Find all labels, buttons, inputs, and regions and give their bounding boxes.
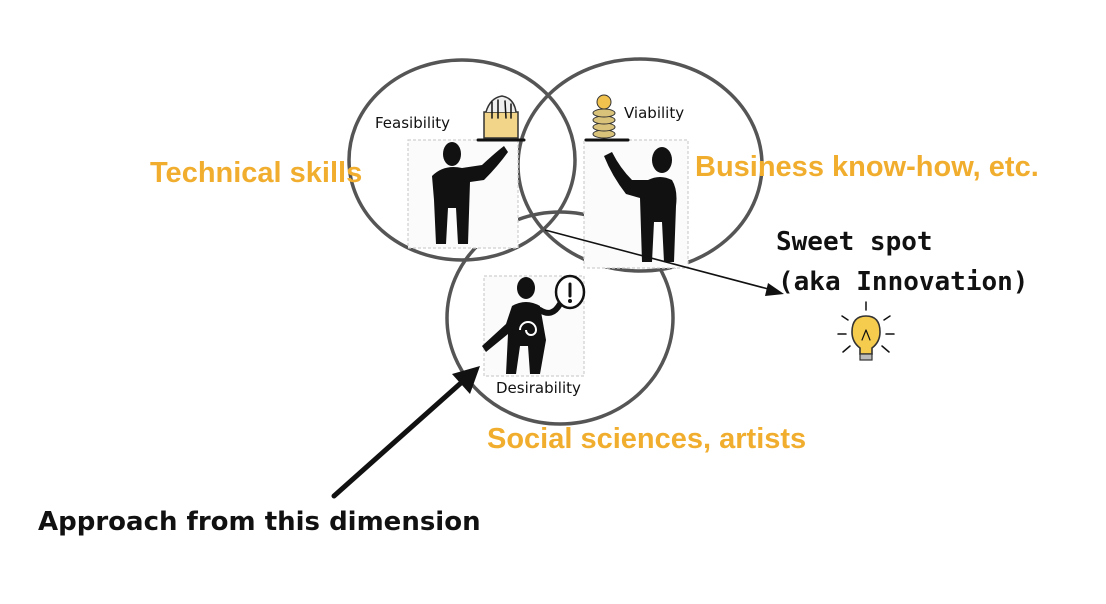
social-sciences-label: Social sciences, artists xyxy=(487,423,806,455)
desirability-figure-icon xyxy=(482,274,586,377)
coins-icon xyxy=(592,94,616,139)
desirability-label: Desirability xyxy=(496,379,581,397)
feasibility-label: Feasibility xyxy=(375,114,450,132)
feasibility-circle xyxy=(347,58,577,262)
approach-arrow xyxy=(331,366,480,499)
lightbulb-icon xyxy=(837,301,895,361)
business-know-how-label: Business know-how, etc. xyxy=(695,151,1039,183)
desirability-circle xyxy=(445,210,675,426)
toolbox-icon xyxy=(483,95,519,139)
viability-figure-icon xyxy=(583,94,689,269)
feasibility-figure-icon xyxy=(407,95,526,249)
sweet-spot-line2: (aka Innovation) xyxy=(778,267,1028,297)
sweet-spot-arrow xyxy=(544,229,784,296)
exclamation-bubble-icon xyxy=(554,274,586,310)
sweet-spot-line1: Sweet spot xyxy=(776,227,933,257)
viability-label: Viability xyxy=(624,104,684,122)
technical-skills-label: Technical skills xyxy=(150,157,362,189)
approach-label: Approach from this dimension xyxy=(38,507,481,537)
